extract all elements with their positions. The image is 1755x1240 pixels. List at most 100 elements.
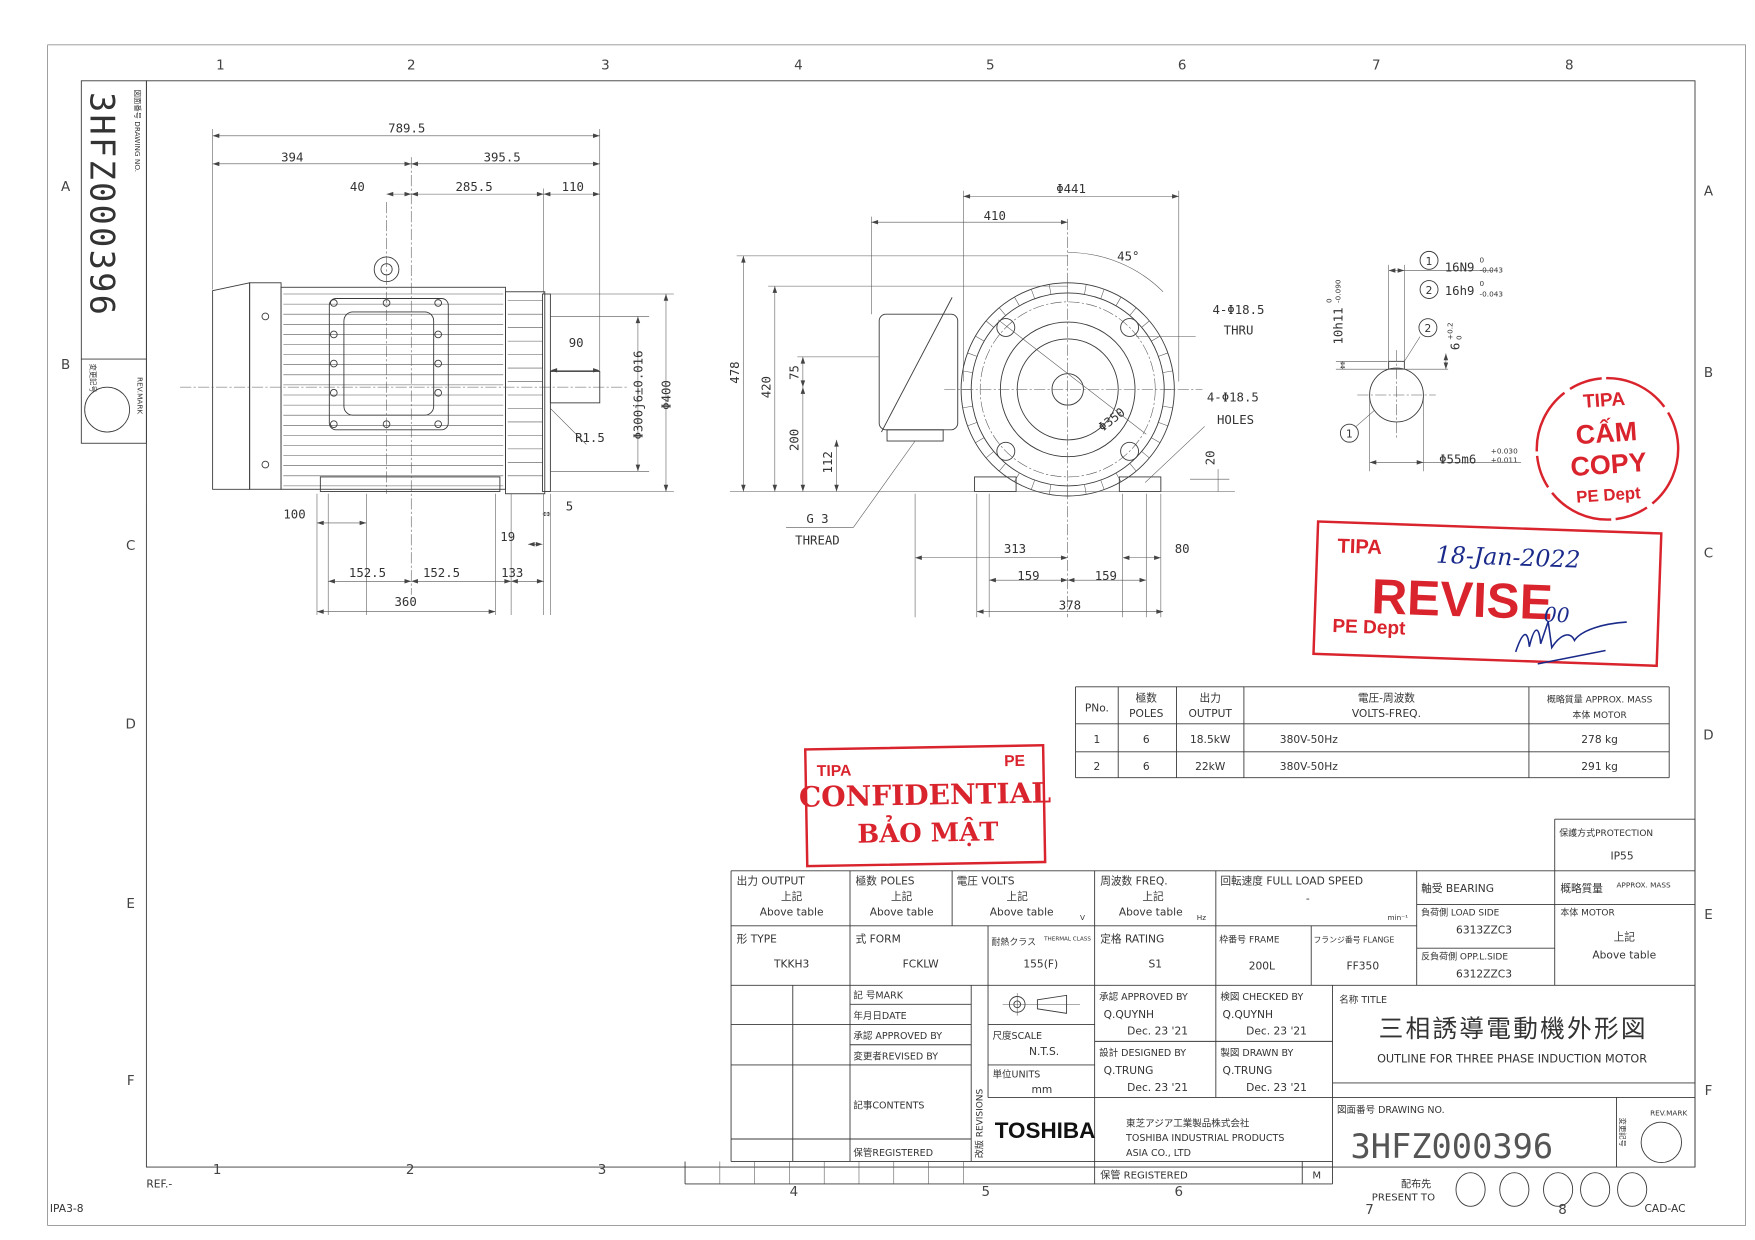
- mass-value: Above table: [1592, 948, 1656, 961]
- protection-label: 保護方式PROTECTION: [1559, 827, 1653, 839]
- header-pno: PNo.: [1085, 701, 1109, 714]
- flange-hole: [996, 441, 1016, 461]
- strip-drawing-no-label: 図面番号 DRAWING NO.: [133, 90, 142, 172]
- rev-contents-label: 記事CONTENTS: [853, 1100, 924, 1112]
- callout-1b-circle: [1339, 423, 1359, 443]
- zone-row-f: F: [127, 1074, 135, 1089]
- zone-row-b: B: [61, 358, 70, 373]
- cooling-fin: [962, 370, 973, 373]
- protection-value: IP55: [1610, 850, 1633, 863]
- revisions-vertical-label: 改版 REVISIONS: [973, 1089, 985, 1159]
- table-cell: 291 kg: [1581, 760, 1618, 773]
- motor-foot: [319, 476, 501, 492]
- dim-overall-length: 789.5: [388, 121, 425, 135]
- thermal-value: 155(F): [1023, 957, 1058, 970]
- zone-col-1: 1: [216, 59, 225, 74]
- approved-by-label: 承認 APPROVED BY: [1099, 991, 1188, 1003]
- callout-1b: 1: [1346, 428, 1353, 441]
- dim-foot-thickness: 20: [1204, 450, 1218, 465]
- strip-box: [80, 80, 147, 444]
- projection-symbol-icon: [1002, 993, 1081, 1016]
- zone-row-a-right: A: [1704, 184, 1714, 199]
- flange-value: FF350: [1347, 960, 1380, 973]
- zone-col-3-bottom: 3: [598, 1163, 607, 1178]
- dim-foot-holes-note: HOLES: [1217, 413, 1254, 427]
- drawn-by-label: 製図 DRAWN BY: [1220, 1047, 1293, 1059]
- parts-table: PNo. 極数 POLES 出力 OUTPUT 電圧-周波数 VOLTS-FRE…: [1085, 691, 1653, 772]
- outer-frame: [47, 44, 1746, 1226]
- checked-by-name: Q.QUYNH: [1223, 1008, 1273, 1021]
- flange-label: フランジ番号 FLANGE: [1313, 935, 1394, 945]
- strip-rev-mark-jp: 変更記号: [88, 364, 97, 393]
- dim-conduit-thread-note: THREAD: [795, 533, 840, 547]
- stamp-circle: [1535, 376, 1680, 521]
- zone-col-5-bottom: 5: [982, 1185, 991, 1200]
- keyway-tolerance: 16N9: [1445, 261, 1475, 275]
- mass-motor-label: 本体 MOTOR: [1560, 907, 1614, 919]
- stamp-no-copy: TIPA CẤM COPY PE Dept: [1535, 376, 1680, 521]
- zone-row-c: C: [126, 539, 135, 554]
- table-cell: 380V-50Hz: [1280, 733, 1338, 746]
- side-drawing-number-strip: 図面番号 DRAWING NO. 3HFZ000396 変更記号 REV.MAR…: [80, 80, 147, 444]
- zone-col-4-bottom: 4: [790, 1185, 799, 1200]
- dim-spigot-dia: Φ300j6±0.016: [631, 350, 645, 439]
- dim-foot-width: 100: [283, 507, 305, 521]
- table-cell: 380V-50Hz: [1280, 760, 1338, 773]
- units-value: mm: [1032, 1083, 1053, 1096]
- toshiba-logo: TOSHIBA: [995, 1118, 1096, 1143]
- dimension-arrow: [542, 511, 551, 517]
- dim-foot-pitch-left: 152.5: [349, 566, 386, 580]
- mass-label: 概略質量: [1560, 882, 1603, 895]
- designed-by-name: Q.TRUNG: [1104, 1064, 1154, 1077]
- rev-date-label: 年月日DATE: [853, 1010, 906, 1022]
- bearing-load-side: 6313ZZC3: [1456, 924, 1512, 937]
- cooling-fin: [1100, 289, 1105, 299]
- confidential-org: TIPA: [817, 763, 852, 781]
- cooling-fin: [1129, 307, 1137, 316]
- revise-org: TIPA: [1337, 535, 1383, 559]
- cooling-fin: [962, 405, 973, 409]
- dimension-arrow: [386, 191, 412, 197]
- key-height: 10h11: [1332, 307, 1346, 344]
- title-en: OUTLINE FOR THREE PHASE INDUCTION MOTOR: [1377, 1053, 1647, 1066]
- zone-col-7: 7: [1372, 59, 1381, 74]
- zone-row-c-right: C: [1704, 547, 1713, 562]
- callout-2-circle: [1419, 280, 1439, 299]
- cad-code: CAD-AC: [1645, 1202, 1686, 1215]
- rev-mark-title: REV.MARK: [1650, 1108, 1687, 1117]
- type-value: TKKH3: [773, 957, 809, 970]
- zone-row-a: A: [61, 180, 71, 195]
- cooling-fin: [1100, 479, 1105, 490]
- present-to-jp: 配布先: [1401, 1178, 1431, 1190]
- title-label: 名称 TITLE: [1339, 994, 1387, 1006]
- table-cell: 6: [1143, 733, 1150, 746]
- designed-by-date: Dec. 23 '21: [1127, 1081, 1188, 1094]
- terminal-box: [878, 313, 959, 431]
- callout-1-circle: [1419, 250, 1439, 270]
- terminal-bolt: [434, 420, 442, 428]
- cooling-fin: [998, 463, 1006, 472]
- side-view-dimensions: 789.5 394 395.5 40 285.5 110 90 Φ300j6±0…: [281, 121, 673, 609]
- dim-terminal-height: 420: [759, 376, 773, 398]
- shaft-dia-upper: +0.030: [1491, 446, 1518, 455]
- confidential-text-vi: BẢO MẬT: [857, 812, 999, 849]
- freq-jp: 上記: [1142, 890, 1164, 903]
- terminal-bolt: [434, 330, 442, 339]
- company-en-1: TOSHIBA INDUSTRIAL PRODUCTS: [1125, 1133, 1284, 1144]
- approved-by-name: Q.QUYNH: [1104, 1008, 1154, 1021]
- bearing-label: 軸受 BEARING: [1421, 882, 1494, 895]
- rev-mark-jp: 変更記号: [1618, 1118, 1627, 1147]
- cooling-fin: [1141, 320, 1150, 328]
- rev-mark-circle: [84, 386, 131, 433]
- cooling-fin: [1151, 437, 1161, 443]
- dim-base-width: 378: [1059, 598, 1081, 612]
- volts-unit: V: [1080, 913, 1085, 922]
- cooling-fin: [1014, 296, 1020, 306]
- callout-2b-circle: [1418, 318, 1438, 338]
- output-jp: 上記: [781, 890, 803, 903]
- dim-flange-holes-note: THRU: [1224, 323, 1254, 337]
- zone-row-b-right: B: [1704, 366, 1713, 381]
- form-label: 式 FORM: [856, 933, 901, 946]
